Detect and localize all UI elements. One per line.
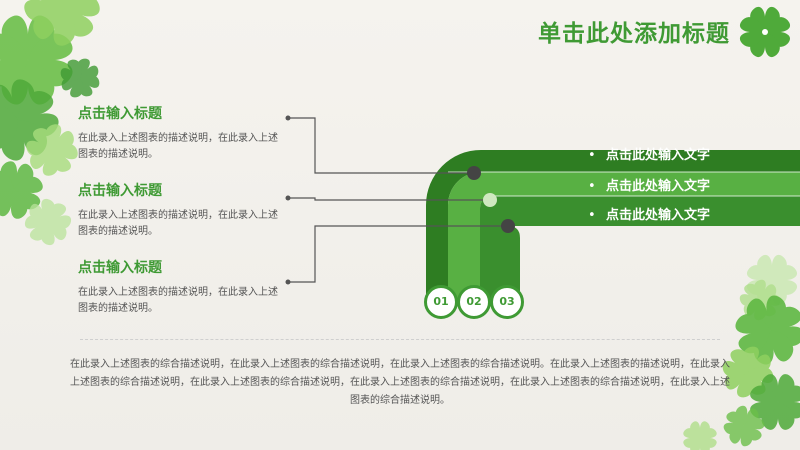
bar-label[interactable]: •点击此处输入文字 bbox=[588, 148, 711, 163]
number-badge: 01 bbox=[424, 285, 458, 319]
list-item: 点击输入标题 在此录入上述图表的描述说明，在此录入上述图表的描述说明。 bbox=[78, 257, 283, 317]
item-title[interactable]: 点击输入标题 bbox=[78, 106, 162, 122]
clover-icon bbox=[740, 7, 790, 57]
item-title[interactable]: 点击输入标题 bbox=[78, 183, 162, 199]
summary-text[interactable]: 在此录入上述图表的综合描述说明，在此录入上述图表的综合描述说明，在此录入上述图表… bbox=[70, 359, 730, 406]
item-desc[interactable]: 在此录入上述图表的描述说明，在此录入上述图表的描述说明。 bbox=[78, 287, 278, 314]
item-desc[interactable]: 在此录入上述图表的描述说明，在此录入上述图表的描述说明。 bbox=[78, 133, 278, 160]
number-badge: 02 bbox=[457, 285, 491, 319]
divider bbox=[80, 339, 720, 340]
list-item: 点击输入标题 在此录入上述图表的描述说明，在此录入上述图表的描述说明。 bbox=[78, 103, 283, 163]
list-item: 点击输入标题 在此录入上述图表的描述说明，在此录入上述图表的描述说明。 bbox=[78, 180, 283, 240]
item-title[interactable]: 点击输入标题 bbox=[78, 260, 162, 276]
connectors bbox=[285, 115, 515, 285]
page-title[interactable]: 单击此处添加标题 bbox=[538, 21, 730, 47]
bar-label[interactable]: •点击此处输入文字 bbox=[588, 179, 711, 194]
bar-label[interactable]: •点击此处输入文字 bbox=[588, 208, 711, 223]
clover-cluster-bottom-right bbox=[683, 255, 800, 450]
bands bbox=[426, 150, 800, 300]
bullet-icon: • bbox=[588, 148, 596, 163]
number-badge: 03 bbox=[490, 285, 524, 319]
bullet-icon: • bbox=[588, 179, 596, 194]
item-desc[interactable]: 在此录入上述图表的描述说明，在此录入上述图表的描述说明。 bbox=[78, 210, 278, 237]
bullet-icon: • bbox=[588, 208, 596, 223]
